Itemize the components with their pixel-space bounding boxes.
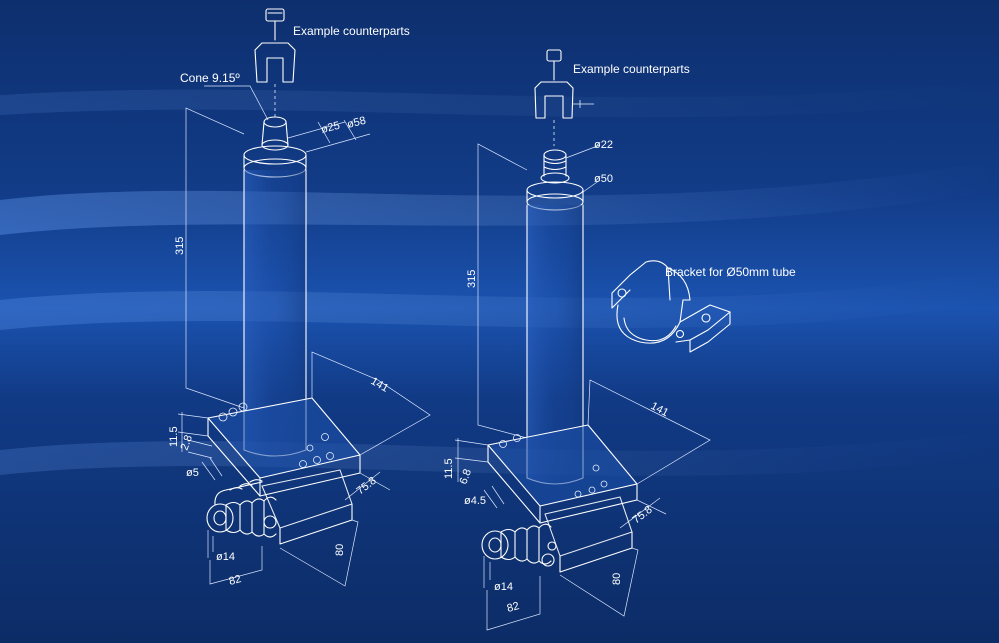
right-height-315: 315	[466, 270, 478, 288]
right-dia-50: ø50	[594, 173, 613, 185]
right-base-plate	[487, 424, 638, 524]
right-dia-14: ø14	[494, 581, 513, 593]
right-counterpart-bolt-icon	[534, 49, 594, 146]
left-unit: Example counterparts Cone 9.15º ø25 ø58 …	[168, 8, 431, 588]
background-streaks	[0, 80, 999, 476]
right-dim-82: 82	[506, 600, 521, 615]
right-counterparts-label: Example counterparts	[573, 62, 690, 76]
bracket-label: Bracket for Ø50mm tube	[665, 265, 796, 279]
left-dim-82: 82	[228, 573, 243, 588]
left-dim-80: 80	[334, 544, 346, 556]
right-dim-11-5: 11.5	[443, 458, 455, 479]
right-dim-80: 80	[611, 573, 623, 585]
left-counterparts-label: Example counterparts	[293, 24, 410, 38]
right-unit: Example counterparts ø22 ø50 315	[443, 49, 711, 631]
left-base-141: 141	[369, 375, 391, 395]
left-dim-2-8: 2.8	[179, 434, 196, 452]
right-dim-6-8: 6.8	[458, 468, 475, 486]
left-cylinder	[243, 116, 307, 457]
left-spring-mount	[206, 469, 353, 545]
left-dia-58: ø58	[346, 115, 367, 131]
left-dia-5: ø5	[186, 467, 199, 479]
right-dia-22: ø22	[594, 139, 613, 151]
right-dia-4-5: ø4.5	[464, 495, 486, 507]
left-cone-label: Cone 9.15º	[180, 71, 240, 85]
left-base-75-8: 75.8	[354, 475, 378, 498]
left-dia-25: ø25	[320, 120, 341, 136]
bracket-drawing	[611, 260, 731, 353]
left-dia-14: ø14	[216, 551, 235, 563]
right-base-141: 141	[649, 400, 671, 419]
left-dim-11-5: 11.5	[168, 426, 180, 447]
left-counterpart-bolt-icon	[254, 8, 296, 118]
right-spring-mount	[481, 496, 633, 573]
left-height-315: 315	[174, 237, 186, 255]
